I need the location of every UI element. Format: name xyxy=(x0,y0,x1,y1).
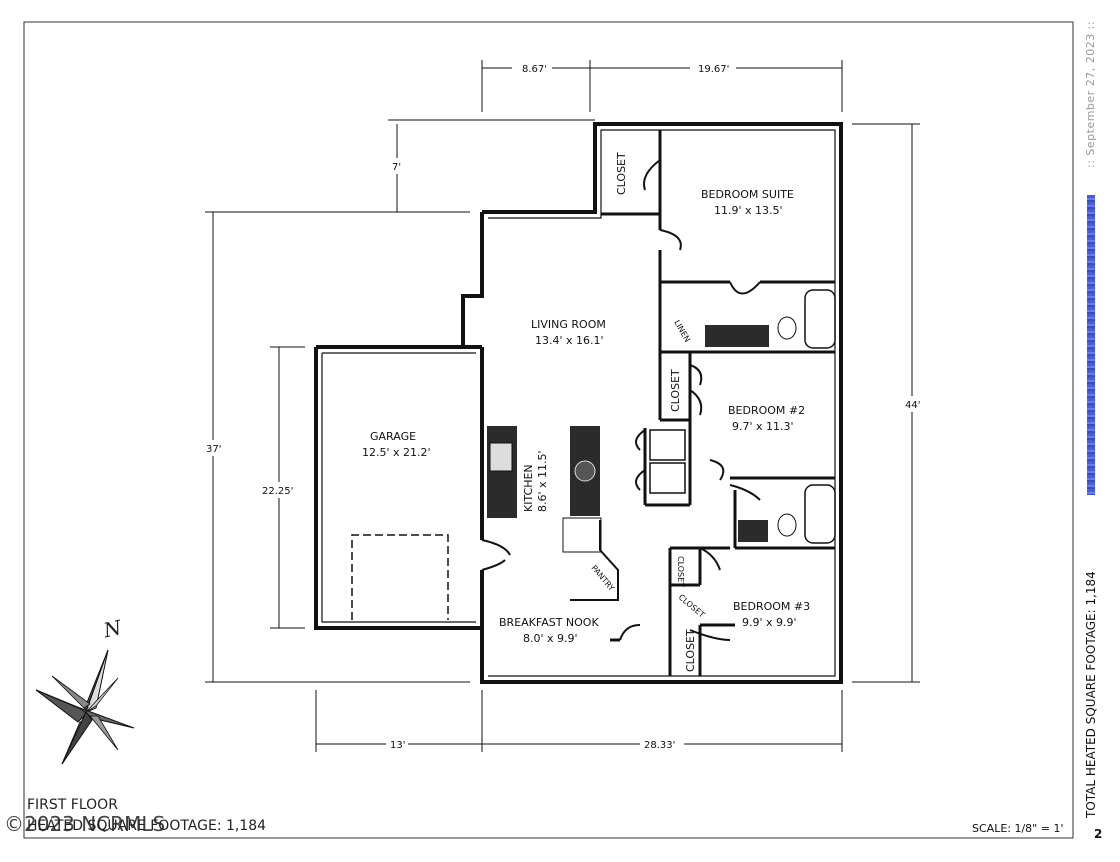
vanity-icon-2 xyxy=(738,520,768,542)
dryer-icon xyxy=(649,462,686,494)
redacted-scribble xyxy=(1087,195,1095,495)
kitchen-counter-left xyxy=(487,426,517,518)
dim-left-total: 37' xyxy=(206,444,221,455)
room-kitchen-size: 8.6' x 11.5' xyxy=(536,450,549,512)
mls-watermark: ©2023 NCRMLS xyxy=(4,812,166,836)
interior-walls xyxy=(601,130,835,676)
dim-top-left: 8.67' xyxy=(522,64,547,75)
vanity-icon xyxy=(705,325,769,347)
room-bedroom-suite-size: 11.9' x 13.5' xyxy=(714,204,783,217)
room-linen: LINEN xyxy=(672,319,692,344)
dim-right-total: 44' xyxy=(905,400,920,411)
stove-icon xyxy=(574,460,596,482)
pantry-wall xyxy=(570,520,619,601)
tub-icon xyxy=(804,289,836,349)
page-number: 2 xyxy=(1094,827,1103,841)
room-kitchen-name: KITCHEN xyxy=(522,464,535,512)
dimension-lines xyxy=(205,60,920,752)
room-garage-size: 12.5' x 21.2' xyxy=(362,446,431,459)
floor-title: FIRST FLOOR xyxy=(27,797,118,813)
door-swings xyxy=(481,159,761,641)
bath-fixtures xyxy=(649,289,836,544)
dim-bottom-main: 28.33' xyxy=(644,740,675,751)
room-closet-small-2: CLOSET xyxy=(677,593,707,620)
garage-door-outline xyxy=(351,534,449,620)
room-breakfast-name: BREAKFAST NOOK xyxy=(499,616,599,629)
room-living-size: 13.4' x 16.1' xyxy=(535,334,604,347)
room-closet-suite: CLOSET xyxy=(615,152,628,195)
room-bedroom3-name: BEDROOM #3 xyxy=(733,600,810,613)
room-closet-small-1: CLOSET xyxy=(676,556,685,587)
dim-notch: 7' xyxy=(392,162,401,173)
room-closet-bed2: CLOSET xyxy=(669,369,682,412)
page-frame xyxy=(23,21,1074,839)
room-garage-name: GARAGE xyxy=(370,430,416,443)
toilet-icon-2 xyxy=(777,513,797,537)
dim-top-right: 19.67' xyxy=(698,64,729,75)
sink-icon xyxy=(489,442,513,472)
room-bedroom3-size: 9.9' x 9.9' xyxy=(742,616,797,629)
dim-garage-depth: 22.25' xyxy=(262,486,293,497)
date-stamp-vertical: :: September 27, 2023 :: xyxy=(1084,20,1097,168)
room-living-name: LIVING ROOM xyxy=(531,318,606,331)
compass-rose-icon xyxy=(35,649,135,765)
dim-bottom-garage: 13' xyxy=(390,740,405,751)
room-closet-small-3: CLOSET xyxy=(684,629,697,672)
tub-icon-2 xyxy=(804,484,836,544)
room-pantry: PANTRY xyxy=(589,564,616,593)
exterior-walls xyxy=(314,122,843,684)
heated-square-footage: HEATED SQUARE FOOTAGE: 1,184 xyxy=(27,818,267,834)
kitchen-fixtures xyxy=(487,426,619,601)
fridge-icon xyxy=(562,517,602,553)
toilet-icon xyxy=(777,316,797,340)
room-breakfast-size: 8.0' x 9.9' xyxy=(523,632,578,645)
washer-icon xyxy=(649,429,686,461)
room-bedroom2-name: BEDROOM #2 xyxy=(728,404,805,417)
total-footage-vertical: TOTAL HEATED SQUARE FOOTAGE: 1,184 xyxy=(1084,571,1098,818)
room-bedroom2-size: 9.7' x 11.3' xyxy=(732,420,794,433)
scale-label: SCALE: 1/8" = 1' xyxy=(972,822,1064,835)
compass-north-label: N xyxy=(100,615,125,643)
exterior-walls-inner xyxy=(321,129,836,677)
room-bedroom-suite-name: BEDROOM SUITE xyxy=(701,188,794,201)
